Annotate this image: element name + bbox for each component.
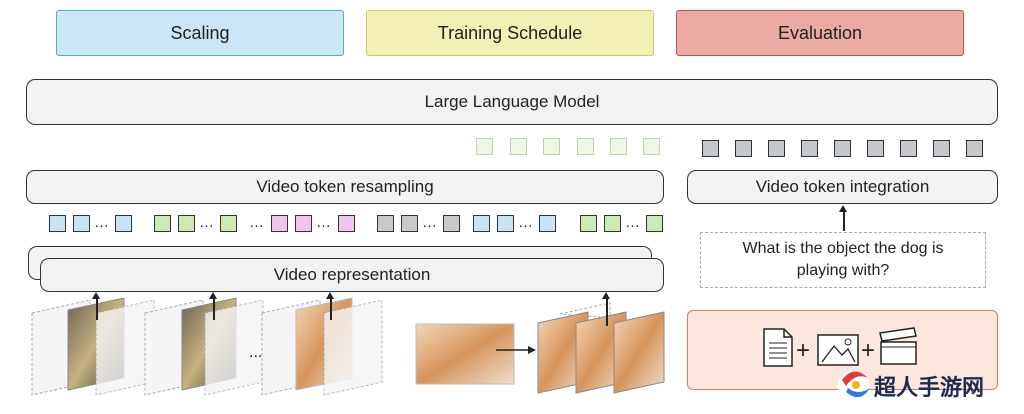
- video-token: [473, 215, 490, 232]
- evaluation-box: Evaluation: [676, 10, 964, 56]
- integrated-token: [801, 140, 818, 157]
- video-token-resampling-label: Video token resampling: [256, 177, 434, 196]
- integrated-token: [933, 140, 950, 157]
- training-schedule-box: Training Schedule: [366, 10, 654, 56]
- document-icon: [763, 328, 793, 367]
- clip-3-arrow: [327, 292, 333, 320]
- token-ellipsis: …: [94, 214, 109, 231]
- video-representation-box: Video representation: [40, 258, 664, 292]
- resampled-token: [510, 138, 527, 155]
- image-icon: [817, 334, 859, 366]
- video-token: [49, 215, 66, 232]
- video-clip-4: [537, 302, 665, 394]
- token-ellipsis: …: [518, 214, 533, 231]
- watermark-text: 超人手游网: [874, 375, 984, 401]
- training-schedule-label: Training Schedule: [437, 22, 583, 43]
- integrated-token: [867, 140, 884, 157]
- question-box: What is the object the dog is playing wi…: [700, 232, 986, 288]
- plus-sign: +: [861, 337, 875, 364]
- input-image: [415, 323, 515, 385]
- plus-sign: +: [796, 337, 810, 364]
- video-token: [338, 215, 355, 232]
- evaluation-label: Evaluation: [777, 22, 863, 43]
- video-token: [646, 215, 663, 232]
- integrated-token: [834, 140, 851, 157]
- video-token-integration-label: Video token integration: [755, 177, 930, 196]
- integrated-token: [966, 140, 983, 157]
- clip-1-arrow: [93, 292, 99, 320]
- watermark-logo: 超人手游网: [838, 370, 984, 402]
- clip-4-arrow: [603, 292, 609, 326]
- integrated-token: [735, 140, 752, 157]
- video-token: [154, 215, 171, 232]
- video-token: [604, 215, 621, 232]
- question-to-integration-arrow: [840, 205, 846, 231]
- video-token: [220, 215, 237, 232]
- token-ellipsis: …: [625, 214, 640, 231]
- question-text: What is the object the dog is playing wi…: [742, 240, 944, 279]
- video-token: [377, 215, 394, 232]
- video-token: [178, 215, 195, 232]
- video-token: [580, 215, 597, 232]
- token-ellipsis: …: [249, 214, 264, 231]
- video-token: [271, 215, 288, 232]
- video-token: [539, 215, 556, 232]
- integrated-token: [900, 140, 917, 157]
- frames-ellipsis: ...: [249, 344, 262, 361]
- scaling-box: Scaling: [56, 10, 344, 56]
- video-clip-1: [31, 297, 155, 396]
- token-ellipsis: …: [316, 214, 331, 231]
- resampled-token: [643, 138, 660, 155]
- resampled-token: [543, 138, 560, 155]
- large-language-model-box: Large Language Model: [26, 79, 998, 125]
- integrated-token: [768, 140, 785, 157]
- video-token-integration-box: Video token integration: [687, 170, 998, 204]
- video-token-resampling-box: Video token resampling: [26, 170, 664, 204]
- scaling-label: Scaling: [170, 22, 230, 43]
- video-token: [497, 215, 514, 232]
- resampled-token: [577, 138, 594, 155]
- video-token: [443, 215, 460, 232]
- video-clip-3: [261, 297, 383, 396]
- video-token: [401, 215, 418, 232]
- token-ellipsis: …: [199, 214, 214, 231]
- token-ellipsis: …: [422, 214, 437, 231]
- resampled-token: [610, 138, 627, 155]
- clip-2-arrow: [210, 292, 216, 320]
- video-token: [295, 215, 312, 232]
- integrated-token: [702, 140, 719, 157]
- large-language-model-label: Large Language Model: [424, 92, 600, 111]
- resampled-token: [476, 138, 493, 155]
- video-token: [73, 215, 90, 232]
- video-clip-2: [144, 297, 264, 396]
- video-token: [115, 215, 132, 232]
- video-representation-label: Video representation: [273, 265, 431, 284]
- video-clapper-icon: [879, 327, 917, 365]
